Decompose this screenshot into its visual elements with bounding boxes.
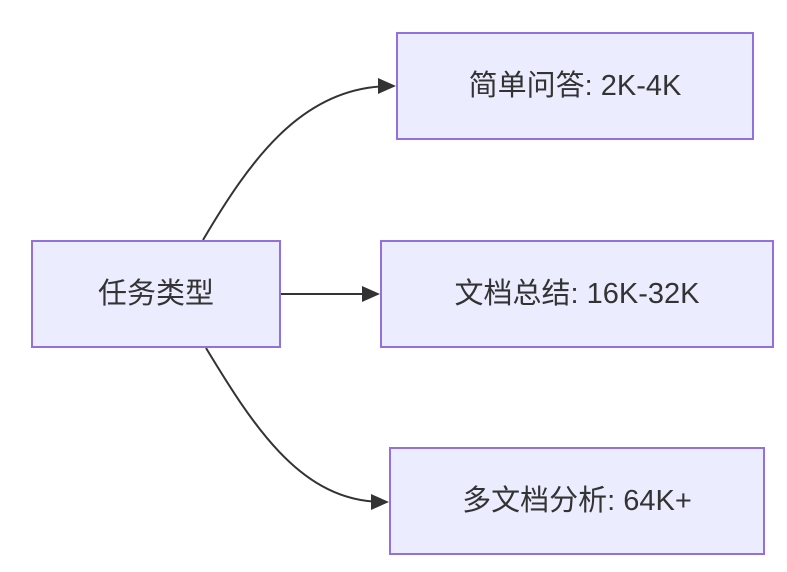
- edge-task-type-to-multi-doc-analysis: [205, 347, 374, 503]
- node-task-type-label: 任务类型: [97, 277, 214, 310]
- node-task-type: 任务类型: [31, 240, 281, 348]
- edge-arrowhead: [378, 78, 396, 94]
- node-doc-summary: 文档总结: 16K-32K: [380, 240, 774, 348]
- node-multi-doc-analysis: 多文档分析: 64K+: [389, 447, 765, 555]
- node-multi-doc-analysis-label: 多文档分析: 64K+: [462, 484, 692, 517]
- edge-arrowhead: [371, 494, 389, 510]
- node-simple-qa: 简单问答: 2K-4K: [396, 32, 754, 140]
- edge-arrowhead: [362, 286, 380, 302]
- edge-task-type-to-simple-qa: [202, 85, 381, 241]
- node-doc-summary-label: 文档总结: 16K-32K: [454, 277, 700, 310]
- node-simple-qa-label: 简单问答: 2K-4K: [468, 69, 682, 102]
